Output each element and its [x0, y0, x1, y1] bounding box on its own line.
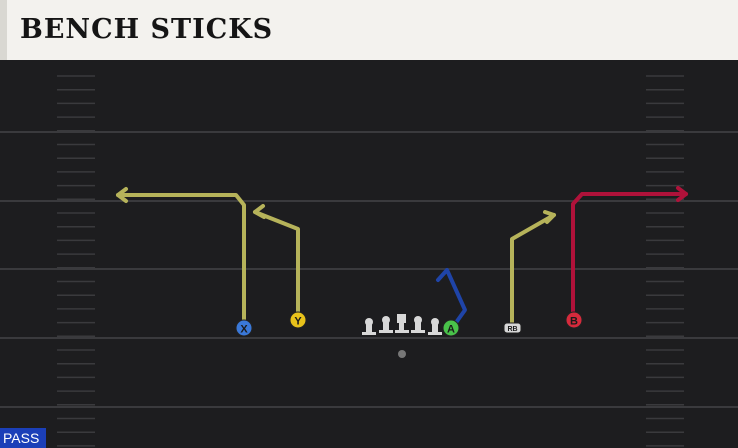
- player-b-label: B: [570, 316, 578, 328]
- play-header: BENCH STICKS: [0, 0, 738, 60]
- offensive-line: [362, 314, 442, 335]
- route-x: [116, 193, 246, 325]
- lineman: [411, 316, 425, 333]
- play-field: X Y A RB B: [0, 75, 738, 447]
- play-title: BENCH STICKS: [20, 14, 274, 45]
- lineman: [379, 316, 393, 333]
- yard-lines: [0, 131, 738, 408]
- player-rb[interactable]: RB: [503, 322, 522, 334]
- player-rb-label: RB: [507, 326, 517, 333]
- play-type-badge: PASS: [0, 428, 46, 448]
- player-a[interactable]: A: [442, 319, 460, 337]
- route-x-arrow: [116, 187, 128, 203]
- route-y-arrow: [253, 204, 266, 219]
- player-x-label: X: [240, 324, 248, 336]
- lineman: [428, 318, 442, 335]
- quarterback: [398, 350, 406, 358]
- player-a-label: A: [447, 324, 455, 336]
- hash-marks: [57, 75, 684, 447]
- center: [395, 314, 409, 333]
- routes: [116, 186, 688, 326]
- route-y: [253, 210, 300, 318]
- player-x[interactable]: X: [235, 319, 253, 337]
- player-b[interactable]: B: [565, 311, 583, 329]
- player-y[interactable]: Y: [289, 311, 307, 329]
- header-accent-bar: [0, 0, 7, 60]
- lineman: [362, 318, 376, 335]
- route-b-arrow: [676, 186, 688, 202]
- route-a: [436, 268, 467, 326]
- player-y-label: Y: [294, 316, 302, 328]
- route-rb-arrow: [543, 210, 556, 224]
- route-rb: [510, 213, 556, 326]
- route-b: [571, 192, 688, 318]
